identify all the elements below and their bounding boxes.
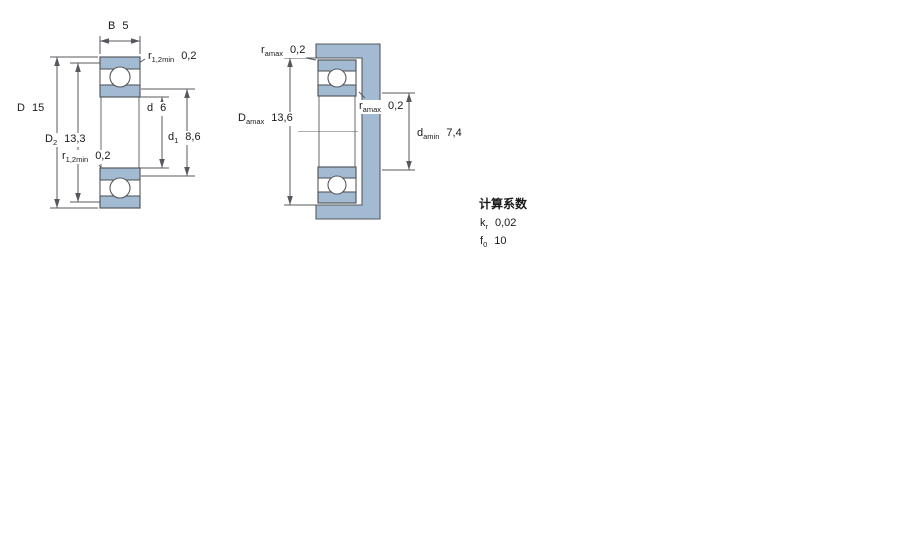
dim-base: d [417, 127, 424, 139]
factor-base: k [480, 217, 486, 229]
factor-value: 0,02 [495, 217, 517, 229]
dim-base: r [148, 50, 152, 62]
factor-value: 10 [494, 235, 507, 247]
factor-kr: kr 0,02 [479, 217, 518, 232]
dim-base: r [261, 44, 265, 56]
dim-label-d-outer: D 15 [16, 102, 46, 116]
bearing-top-section [99, 56, 141, 98]
dim-value: 0,2 [95, 150, 111, 162]
dim-sub: 1 [174, 136, 179, 146]
dim-d2-lines [70, 62, 100, 203]
bearing-ball [109, 66, 131, 88]
dim-base: D [45, 133, 53, 145]
factor-base: f [480, 235, 484, 247]
dim-sub: amax [245, 117, 265, 127]
dim-label-r-bottom: r1,2min 0,2 [61, 150, 112, 165]
dim-sub: 2 [52, 138, 58, 148]
dim-base: d [147, 102, 154, 114]
dim-value: 13,6 [271, 112, 293, 124]
bearing-ball [109, 177, 131, 199]
dim-value: 13,3 [64, 133, 86, 145]
ra-mid-leader-line [358, 91, 366, 99]
dim-da-max-lines [284, 57, 316, 206]
dim-value: 8,6 [185, 131, 201, 143]
bearing-ball [327, 175, 347, 195]
dim-value: 5 [122, 20, 129, 32]
dim-sub: 1,2min [65, 155, 89, 165]
bearing-ball [327, 68, 347, 88]
dim-sub: amin [423, 132, 440, 142]
dim-base: D [238, 112, 246, 124]
section-outline [317, 166, 357, 204]
dim-label-d1: d1 8,6 [167, 131, 202, 145]
left-figure [50, 36, 195, 209]
dim-value: 6 [160, 102, 167, 114]
dim-value: 15 [31, 102, 45, 114]
right-figure [284, 43, 415, 220]
dim-base: d [168, 131, 175, 143]
dim-value: 0,2 [181, 50, 197, 62]
dim-sub: amax [264, 49, 284, 59]
section-outline [99, 167, 141, 209]
dim-base: D [17, 102, 25, 114]
dim-sub: amax [362, 105, 382, 115]
dim-d-outer-lines [50, 56, 98, 209]
dim-b-lines [99, 36, 141, 54]
dim-label-ra-top: ramax 0,2 [260, 44, 307, 59]
dim-value: 0,2 [388, 100, 404, 112]
dim-sub: 1,2min [151, 55, 175, 65]
bearing-bottom-section [99, 167, 141, 209]
calculation-factors-title: 计算系数 [479, 197, 528, 211]
dim-base: r [62, 150, 66, 162]
factor-sub: 0 [483, 240, 488, 250]
ra-top-leader-line [305, 57, 317, 61]
dim-value: 0,2 [290, 44, 306, 56]
bearing-top-section [317, 59, 357, 97]
dim-base: B [108, 20, 116, 32]
dim-value: 7,4 [446, 127, 462, 139]
section-outline [99, 56, 141, 98]
dim-label-d2: D2 13,3 [44, 133, 87, 147]
dim-label-r-top: r1,2min 0,2 [147, 50, 198, 65]
dim-label-ra-mid: ramax 0,2 [358, 100, 405, 115]
dim-label-da-max: Damax 13,6 [237, 112, 294, 126]
dim-label-da-min: damin 7,4 [416, 127, 463, 141]
factor-sub: r [485, 222, 489, 232]
dim-base: r [359, 100, 363, 112]
dim-da-min-lines [382, 92, 415, 171]
factor-f0: f0 10 [479, 235, 508, 250]
section-outline [317, 59, 357, 97]
bearing-bottom-section [317, 166, 357, 204]
bore-surface-lines [318, 96, 356, 167]
